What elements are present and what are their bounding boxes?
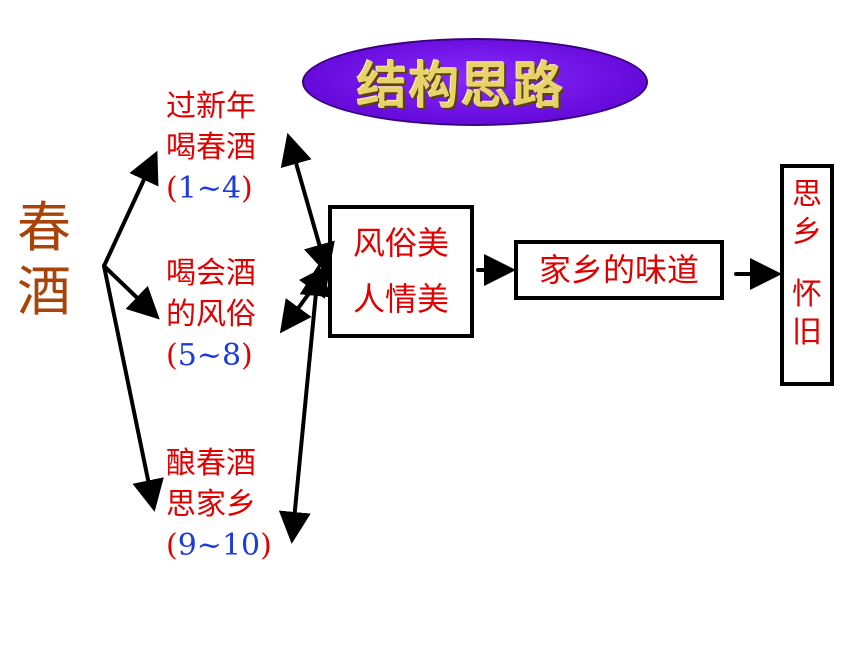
- beauty-line: 风俗美: [352, 224, 449, 262]
- nostalgia-char: 旧: [792, 315, 822, 350]
- diagram-title: 结构思路: [357, 56, 565, 115]
- branch-gathering-wine: 喝会酒 的风俗 (5~8): [166, 253, 290, 376]
- hometown-taste-box: 家乡的味道: [514, 240, 724, 300]
- range-open: (: [166, 171, 178, 206]
- hometown-taste-label: 家乡的味道: [538, 251, 699, 289]
- paragraph-range: (9~10): [166, 525, 290, 566]
- nostalgia-char: 怀: [792, 277, 822, 312]
- branch-line: 的风俗: [166, 297, 256, 332]
- range-value: 5~8: [177, 338, 242, 373]
- range-value: 9~10: [177, 528, 261, 563]
- branch-brewing-wine: 酿春酒 思家乡 (9~10): [166, 443, 290, 566]
- beauty-box: 风俗美 人情美: [328, 205, 474, 338]
- branch-line: 喝会酒: [166, 256, 256, 291]
- arrow-topic-to-branch2: [102, 264, 160, 320]
- nostalgia-char: 思: [792, 177, 822, 212]
- arrow-topic-to-branch3: [102, 264, 164, 512]
- branch-line: 过新年: [166, 89, 256, 124]
- main-topic-char-1: 春: [17, 196, 71, 259]
- range-close: ): [241, 338, 253, 373]
- title-oval: 结构思路: [302, 38, 648, 126]
- nostalgia-box: 思 乡 怀 旧: [780, 164, 834, 386]
- branch-new-year: 过新年 喝春酒 (1~4): [166, 86, 290, 209]
- paragraph-range: (5~8): [166, 335, 290, 376]
- arrow-branch3-to-beauty: [278, 264, 332, 544]
- nostalgia-char: 乡: [792, 215, 822, 250]
- range-close: ): [241, 171, 253, 206]
- paragraph-range: (1~4): [166, 168, 290, 209]
- branch-line: 思家乡: [166, 487, 256, 522]
- branch-line: 喝春酒: [166, 130, 256, 165]
- range-value: 1~4: [177, 171, 242, 206]
- main-topic-char-2: 酒: [17, 260, 71, 323]
- main-topic: 春 酒: [12, 196, 76, 324]
- arrow-branch2-to-beauty: [279, 263, 331, 334]
- range-open: (: [166, 338, 178, 373]
- range-close: ): [260, 528, 272, 563]
- arrow-branch1-to-beauty: [280, 132, 335, 276]
- range-open: (: [166, 528, 178, 563]
- branch-line: 酿春酒: [166, 446, 256, 481]
- beauty-line: 人情美: [352, 280, 449, 318]
- arrow-topic-to-branch1: [102, 150, 159, 268]
